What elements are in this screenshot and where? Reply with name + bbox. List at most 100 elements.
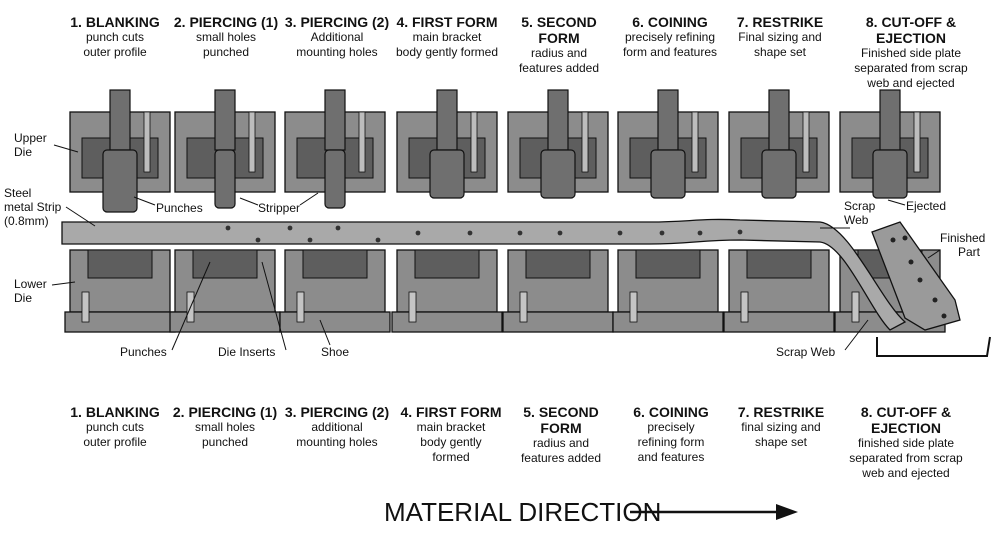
stage-caption-description-line: main bracket: [416, 420, 486, 434]
ejection-tray: [876, 336, 991, 357]
stage-caption-description-line: radius and: [532, 436, 590, 450]
stage-caption-description-line: features added: [520, 451, 602, 465]
strip-hole: [467, 230, 473, 236]
stage-caption-description-line: final sizing and: [741, 420, 821, 434]
stage-caption-description-line: additional: [311, 420, 363, 434]
punch: [429, 149, 465, 199]
guide-pin: [913, 111, 921, 173]
guide-pin: [691, 111, 699, 173]
stage-title: 8. CUT-OFF & EJECTION: [865, 14, 957, 46]
station-3: [279, 89, 391, 333]
stage-caption-description-line: refining form: [637, 435, 705, 449]
die-insert: [525, 249, 591, 279]
stage-caption-title: 5. SECOND: [523, 404, 599, 420]
guide-pin: [143, 111, 151, 173]
die-shoe: [64, 311, 176, 333]
strip-hole: [557, 230, 563, 236]
stage-caption-title: EJECTION: [870, 420, 941, 436]
stage-description-line: main bracket: [412, 30, 482, 44]
guide-pin: [581, 111, 589, 173]
stage-description-line: radius and: [530, 46, 588, 60]
material-direction-label: MATERIAL DIRECTION: [384, 497, 662, 527]
stage-caption-description-line: punch cuts: [85, 420, 145, 434]
stage-description-line: separated from scrap: [854, 61, 968, 75]
station-5: [502, 89, 614, 333]
strip-hole: [697, 230, 703, 236]
stage-caption-title: 2. PIERCING (1): [172, 404, 278, 420]
punch: [214, 149, 236, 209]
stage-title: 6. COINING: [632, 14, 708, 30]
die-insert: [192, 249, 258, 279]
stage-title: 1. BLANKING: [70, 14, 160, 30]
punch: [102, 149, 138, 213]
stage-caption-description-line: outer profile: [83, 435, 147, 449]
punch: [540, 149, 576, 199]
die-shoe: [612, 311, 724, 333]
strip-hole: [335, 225, 341, 231]
guide-pin: [470, 111, 478, 173]
station-6: [612, 89, 724, 333]
die-shoe: [391, 311, 503, 333]
die-shoe: [169, 311, 281, 333]
scrap-web-bottom-label: Scrap Web: [776, 345, 836, 359]
die-shoe: [502, 311, 614, 333]
die-insert: [635, 249, 701, 279]
direction-arrow-head: [776, 504, 798, 520]
stage-description-line: small holes: [195, 30, 257, 44]
punches-bottom-label: Punches: [120, 345, 167, 359]
punch-shank: [324, 89, 346, 151]
stage-caption-description-line: mounting holes: [296, 435, 378, 449]
stage-description-line: punch cuts: [85, 30, 145, 44]
stage-caption-description-line: separated from scrap: [849, 451, 963, 465]
punch-shank: [109, 89, 131, 151]
stage-title: 7. RESTRIKE: [736, 14, 824, 30]
steel-strip: [61, 218, 907, 331]
stage-caption-description-line: small holes: [194, 420, 256, 434]
bolt: [296, 291, 305, 323]
punch: [761, 149, 797, 199]
die-insert: [746, 249, 812, 279]
stage-caption-description-line: punched: [201, 435, 249, 449]
punch-shank: [214, 89, 236, 151]
stage-caption-title: 6. COINING: [633, 404, 709, 420]
stage-description-line: precisely refining: [624, 30, 716, 44]
guide-pin: [802, 111, 810, 173]
stage-caption-title: 4. FIRST FORM: [400, 404, 502, 420]
stage-caption-description-line: precisely: [647, 420, 695, 434]
bolt: [629, 291, 638, 323]
finished-part-graphic: [871, 221, 961, 331]
die-insert: [87, 249, 153, 279]
strip-hole: [617, 230, 623, 236]
stage-description-line: Final sizing and: [738, 30, 822, 44]
stage-description-line: outer profile: [83, 45, 147, 59]
stage-description-line: body gently formed: [395, 45, 499, 59]
die-shoe: [723, 311, 835, 333]
strip-hole: [659, 230, 665, 236]
stage-caption-title: 1. BLANKING: [70, 404, 160, 420]
stage-description-line: form and features: [622, 45, 718, 59]
strip-hole: [415, 230, 421, 236]
strip-hole: [225, 225, 231, 231]
bolt: [519, 291, 528, 323]
stage-description-line: features added: [518, 61, 600, 75]
punch: [650, 149, 686, 199]
stage-caption-description-line: shape set: [754, 435, 808, 449]
bolt: [740, 291, 749, 323]
strip-hole: [517, 230, 523, 236]
stage-description-line: Additional: [310, 30, 364, 44]
die-insert: [302, 249, 368, 279]
